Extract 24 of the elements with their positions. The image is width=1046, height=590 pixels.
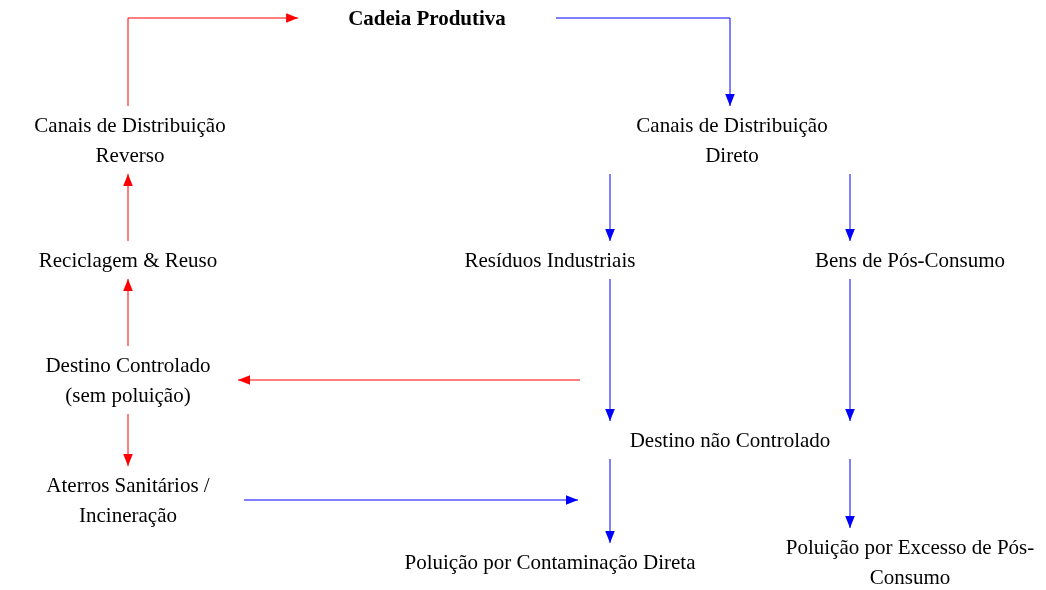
flow-label: Bens de Pós-Consumo [808, 241, 1012, 279]
flow-label: Destino Controlado (sem poluição) [18, 346, 238, 414]
flow-label: Aterros Sanitários / Incineração [12, 466, 244, 534]
flow-label: Destino não Controlado [621, 421, 839, 459]
flow-label: Canais de Distribuição Reverso [2, 106, 258, 174]
arrow [845, 278, 855, 422]
arrow [605, 458, 615, 544]
flow-label: Cadeia Produtiva [298, 0, 556, 37]
arrow [237, 375, 581, 385]
arrow [123, 278, 133, 347]
arrow [243, 495, 579, 505]
flow-label: Poluição por Contaminação Direta [397, 543, 703, 581]
arrow [605, 278, 615, 422]
flow-label: Poluição por Excesso de Pós-Consumo [775, 528, 1045, 590]
flow-label: Resíduos Industriais [458, 241, 642, 279]
flow-label: Reciclagem & Reuso [32, 241, 224, 279]
arrow [127, 13, 299, 107]
flow-label: Canais de Distribuição Direto [604, 106, 860, 174]
arrow [845, 173, 855, 242]
arrow [845, 458, 855, 529]
arrow [555, 17, 735, 107]
arrow [123, 173, 133, 242]
arrow [605, 173, 615, 242]
arrow [123, 413, 133, 467]
